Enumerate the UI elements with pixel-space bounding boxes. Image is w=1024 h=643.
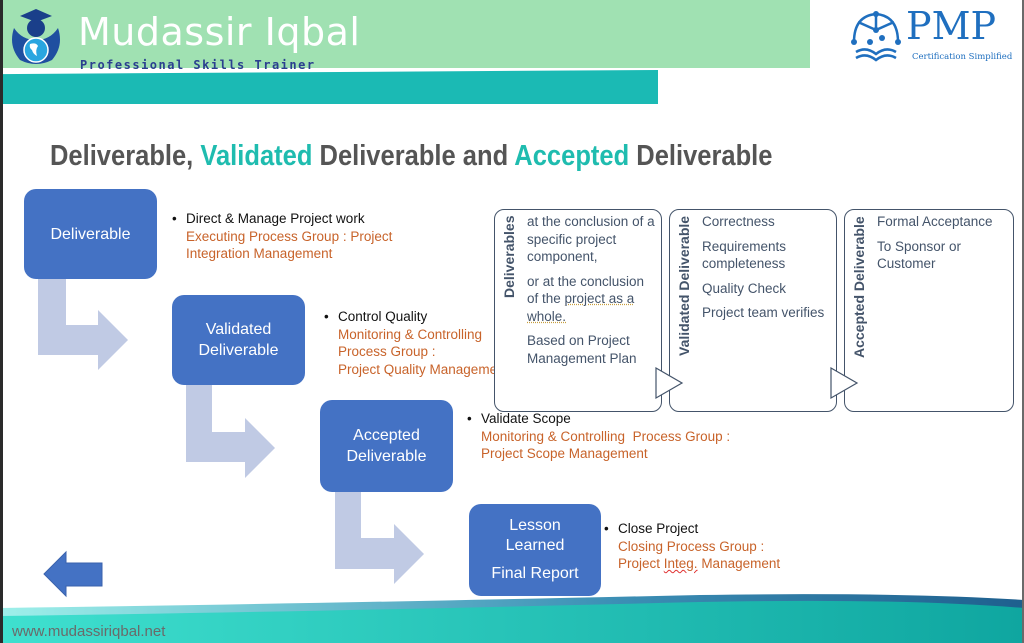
flow-note-4: Close Project Closing Process Group : Pr… (618, 520, 780, 573)
right-edge (1022, 0, 1024, 643)
panel-content: Correctness Requirements completeness Qu… (702, 213, 832, 329)
panel-content: at the conclusion of a specific project … (527, 213, 657, 374)
flow-note-3: Validate Scope Monitoring & Controlling … (481, 410, 730, 463)
flow-box-accepted-deliverable: Accepted Deliverable (320, 400, 453, 492)
box-label: Lesson (509, 517, 561, 534)
panel-item: Requirements completeness (702, 238, 787, 272)
footer-wave (0, 594, 1024, 643)
title-part: Deliverable and (312, 140, 515, 172)
panel-item: To Sponsor or Customer (877, 238, 962, 272)
footer-website-link[interactable]: www.mudassiriqbal.net (12, 623, 166, 640)
panel-content: Formal Acceptance To Sponsor or Customer (877, 213, 1011, 280)
box-label: Learned (505, 537, 565, 554)
panel-item: Project team verifies (702, 305, 825, 320)
flow-box-deliverable: Deliverable (24, 189, 157, 279)
process-group: Project Quality Management (338, 361, 509, 377)
process-name: Direct & Manage Project work (186, 210, 392, 228)
bent-arrow-icon (186, 385, 275, 478)
bent-arrow-icon (335, 492, 424, 584)
header-banner-green (0, 0, 810, 68)
pmp-logo-icon (851, 11, 901, 62)
page-title: Deliverable, Validated Deliverable and A… (50, 140, 772, 173)
header-banner-teal (0, 70, 658, 104)
process-group: Project Scope Management (481, 446, 648, 461)
panel-item: Correctness (702, 214, 775, 229)
process-group: Executing Process Group : Project (186, 228, 393, 244)
panel-deliverables: Deliverables at the conclusion of a spec… (494, 209, 662, 412)
panel-item: Quality Check (702, 280, 787, 296)
panel-item: Based on Project Management Plan (527, 333, 637, 366)
chevron-right-icon (655, 366, 684, 400)
title-part: Deliverable, (50, 140, 201, 172)
flow-box-validated-deliverable: Validated Deliverable (172, 295, 305, 385)
panel-item: Formal Acceptance (877, 214, 993, 229)
box-label: Final Report (491, 565, 579, 582)
chevron-right-icon (830, 366, 859, 400)
left-arrow-icon[interactable] (42, 550, 104, 598)
abbrev-integ: Integ. (663, 556, 698, 571)
process-group: Integration Management (186, 246, 333, 261)
process-name: Validate Scope (481, 410, 730, 428)
box-label: Deliverable (50, 225, 131, 243)
flow-note-2: Control Quality Monitoring & Controlling… (338, 308, 508, 378)
panel-item: or at the conclusion of the project as a… (527, 273, 645, 324)
process-group: Monitoring & Controlling Process Group : (481, 428, 731, 444)
process-name: Control Quality (338, 308, 508, 326)
process-group: Process Group : (338, 344, 436, 359)
box-label: Deliverable (346, 448, 427, 465)
panel-item: at the conclusion of a specific project … (527, 214, 655, 264)
process-group: Monitoring & Controlling (338, 326, 483, 342)
process-group: Project Integ. Management (618, 556, 781, 571)
brand-name: Mudassir Iqbal (78, 10, 361, 54)
pmp-logo-text: PMP (906, 4, 997, 48)
pmp-logo-subtitle: Certification Simplified (912, 52, 1013, 62)
box-label: Accepted (353, 427, 420, 444)
graduate-globe-logo-icon (12, 9, 60, 64)
title-highlight-validated: Validated (200, 140, 313, 172)
process-group: Closing Process Group : (618, 538, 765, 554)
left-edge (0, 0, 3, 643)
panel-accepted-deliverable: Accepted Deliverable Formal Acceptance T… (844, 209, 1014, 412)
flow-box-lesson-learned: Lesson Learned Final Report (469, 504, 601, 596)
title-part: Deliverable (629, 140, 773, 172)
brand-tagline: Professional Skills Trainer (80, 58, 316, 72)
panel-validated-deliverable: Validated Deliverable Correctness Requir… (669, 209, 837, 412)
bent-arrow-icon (38, 278, 128, 370)
title-highlight-accepted: Accepted (514, 140, 630, 172)
box-label: Deliverable (198, 342, 279, 359)
flow-note-1: Direct & Manage Project work Executing P… (186, 210, 392, 263)
box-label: Validated (205, 321, 272, 338)
process-name: Close Project (618, 520, 780, 538)
